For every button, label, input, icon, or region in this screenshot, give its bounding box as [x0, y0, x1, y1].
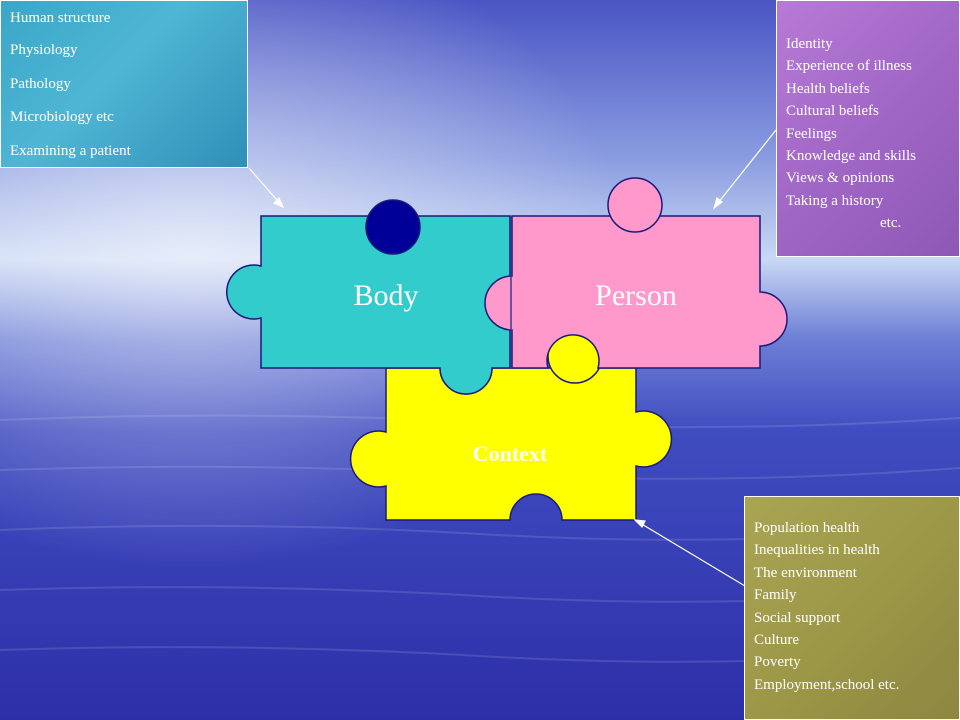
- person-topic-item: Health beliefs: [786, 80, 870, 97]
- person-puzzle-piece: [484, 177, 788, 369]
- context-topic-item: Employment,school etc.: [754, 676, 900, 693]
- context-topic-item: Population health: [754, 520, 860, 536]
- arrow-body-head: [272, 196, 285, 209]
- person-topic-item: Identity: [786, 36, 833, 52]
- person-topic-item: Cultural beliefs: [786, 103, 879, 120]
- body-topic-item: Microbiology etc: [10, 109, 114, 125]
- person-top-knob: [607, 177, 663, 233]
- body-puzzle-piece: [226, 199, 511, 395]
- context-topic-item: Poverty: [754, 654, 801, 671]
- person-topic-item: Taking a history: [786, 192, 884, 209]
- person-topic-item: Feelings: [786, 125, 837, 142]
- arrow-person-connector: [713, 129, 777, 209]
- person-topic-item: Experience of illness: [786, 58, 912, 75]
- body-piece-shape: [226, 215, 511, 395]
- arrow-context-connector: [634, 519, 746, 587]
- arrow-context-head: [633, 519, 646, 529]
- context-topic-item: Culture: [754, 632, 799, 649]
- body-topic-item: Physiology: [10, 42, 78, 58]
- person-topic-item: Views & opinions: [786, 170, 895, 187]
- body-topic-item: Examining a patient: [10, 142, 131, 159]
- context-label: Context: [473, 441, 548, 466]
- body-top-knob: [365, 199, 421, 255]
- context-topic-item: The environment: [754, 564, 857, 581]
- context-topic-item: Family: [754, 587, 797, 604]
- context-topic-item: Inequalities in health: [754, 542, 880, 559]
- body-label: Body: [353, 279, 418, 312]
- person-topic-item: etc.: [880, 215, 902, 232]
- arrow-person-head: [712, 196, 723, 210]
- body-topic-item: Pathology: [10, 75, 71, 92]
- person-piece-shape: [484, 215, 788, 369]
- body-topic-item: Human structure: [10, 10, 111, 26]
- person-label: Person: [595, 279, 677, 312]
- context-topic-item: Social support: [754, 609, 841, 626]
- person-topic-item: Knowledge and skills: [786, 148, 916, 165]
